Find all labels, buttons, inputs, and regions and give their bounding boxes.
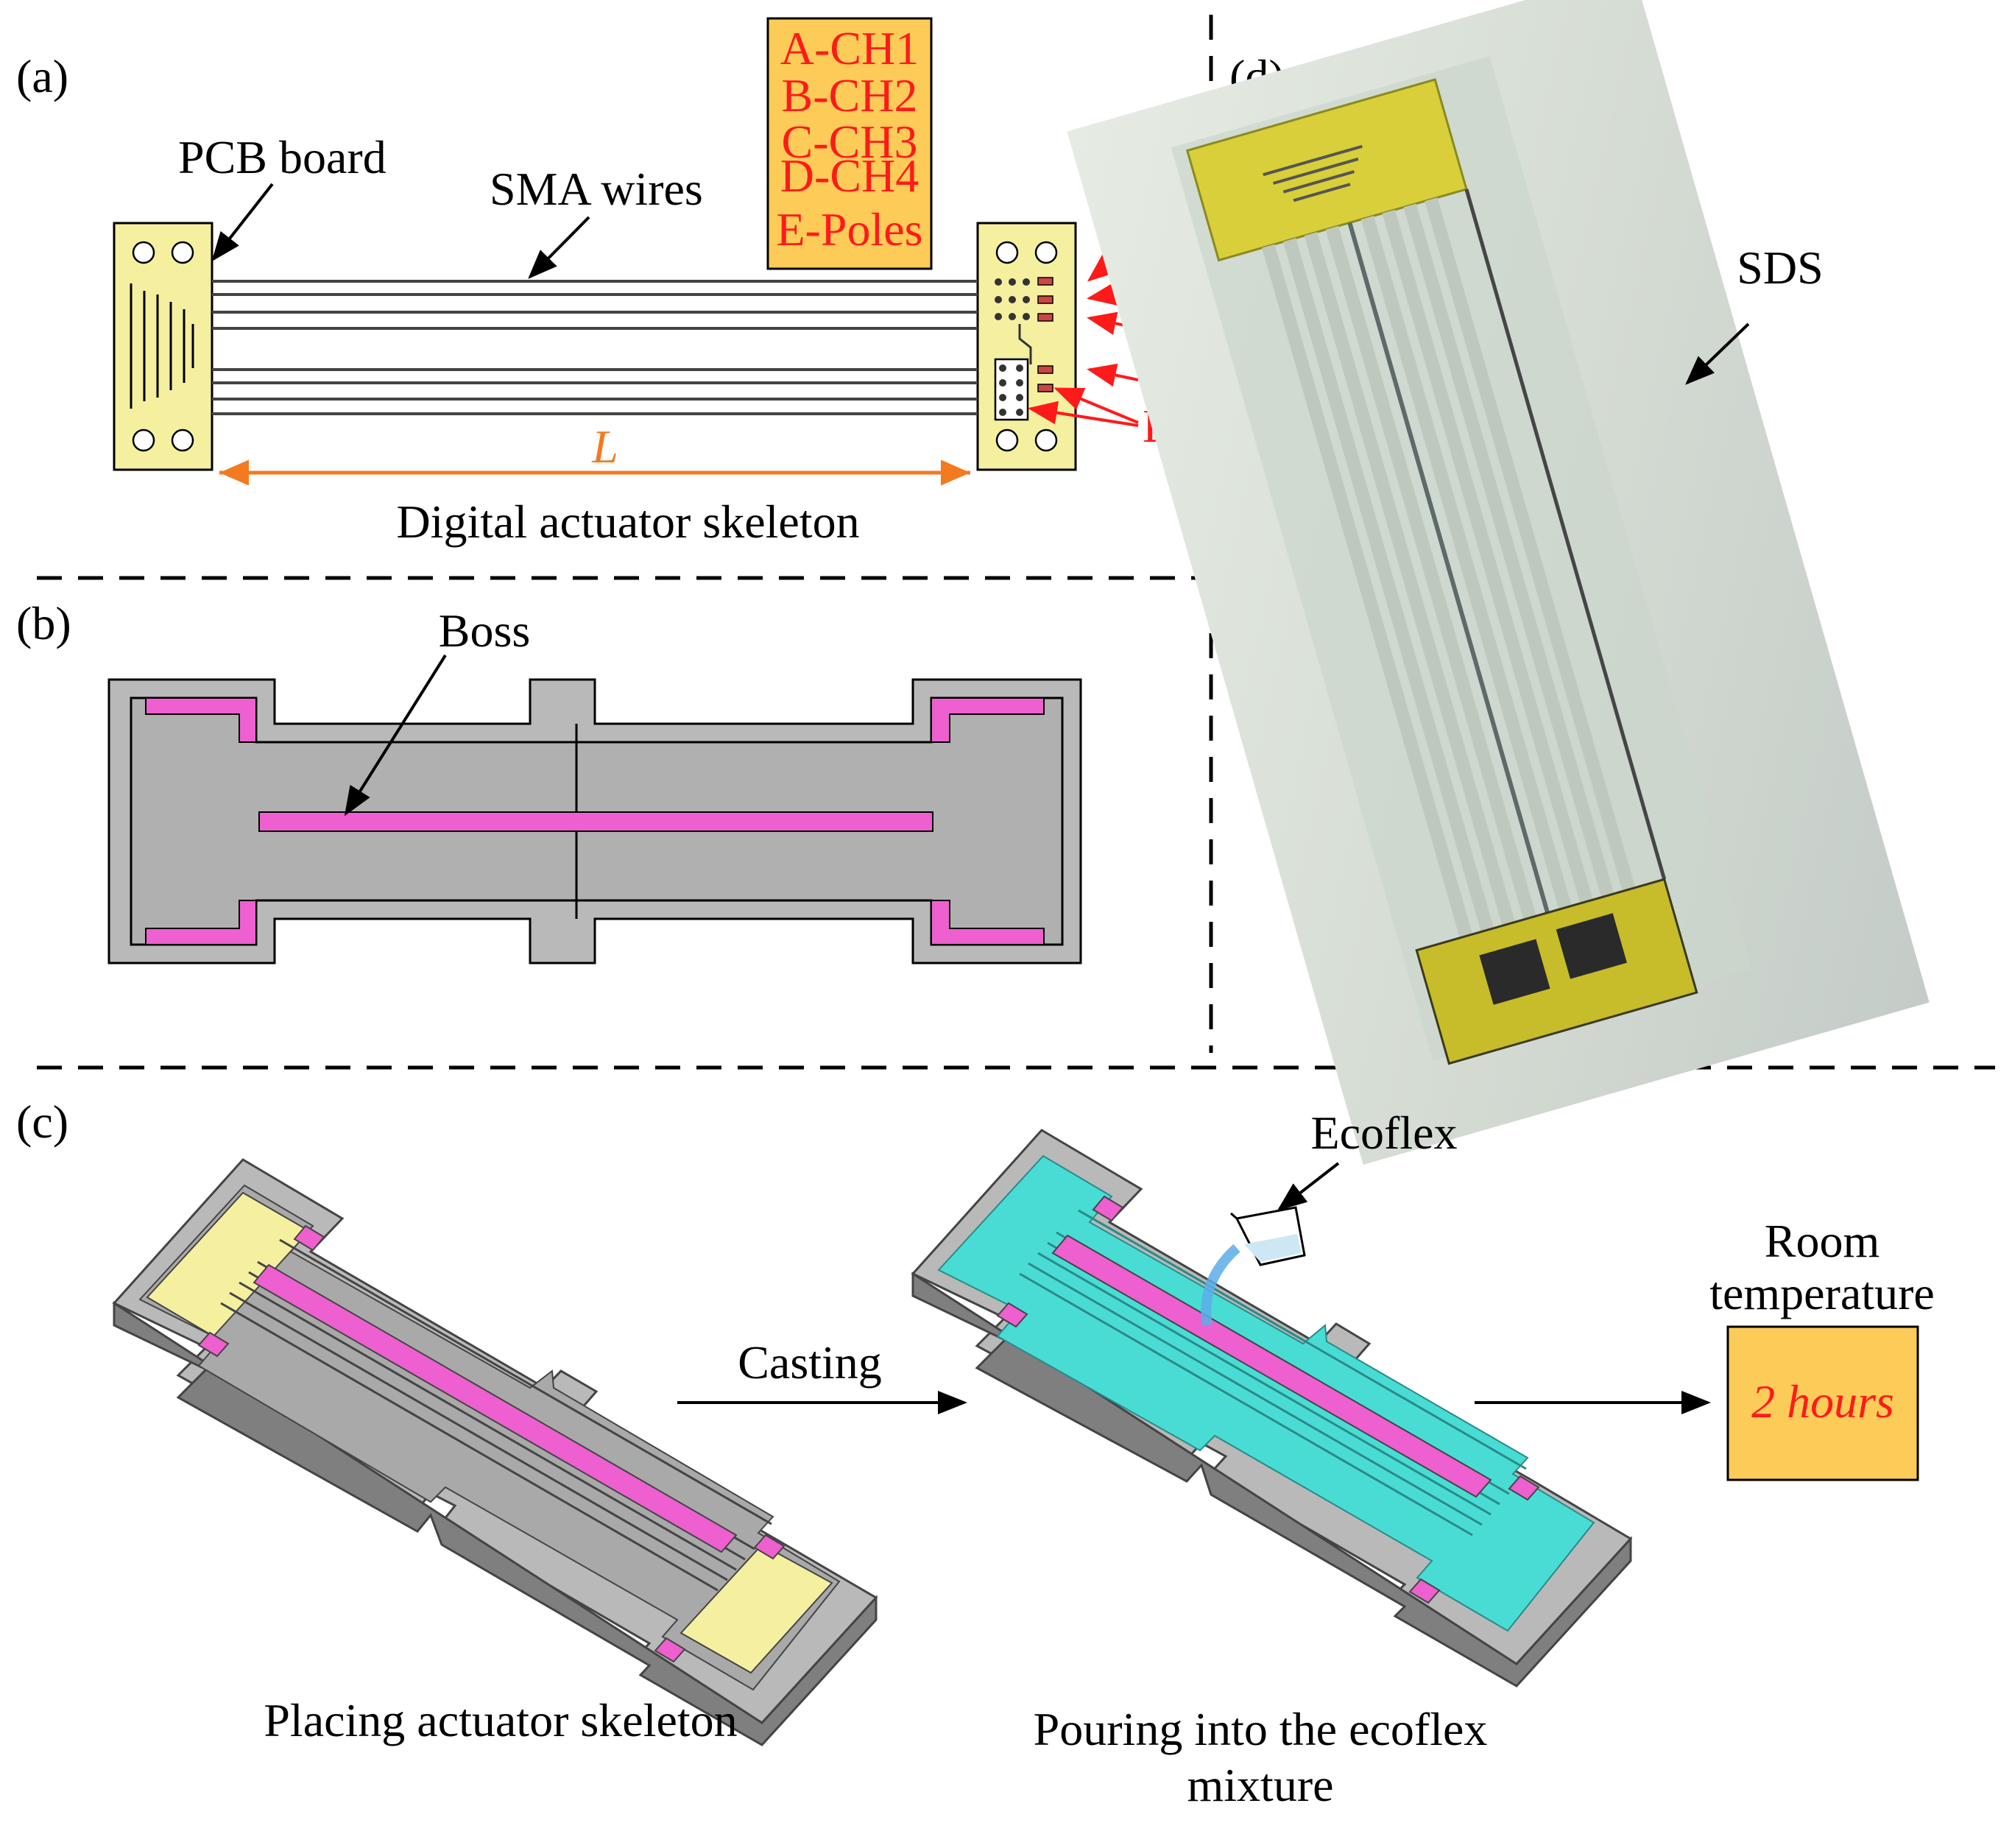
sma-wires-label: SMA wires (490, 163, 703, 215)
boss-corner-bl (145, 900, 257, 945)
sma-arrow (528, 216, 590, 279)
pcb-arrow (211, 183, 274, 262)
curing-time-label: 2 hours (1751, 1375, 1894, 1428)
panel-c: (c) Casting (16, 1096, 1935, 1811)
boss-corner-br (931, 900, 1045, 945)
casting-label: Casting (738, 1336, 882, 1389)
length-label: L (591, 420, 618, 473)
mold-with-ecoflex (911, 1129, 1633, 1687)
boss-corner-tr (931, 697, 1045, 743)
caption-placing: Placing actuator skeleton (264, 1694, 737, 1746)
legend-d: D-CH4 (780, 149, 919, 202)
mold-top-view (107, 678, 1082, 964)
ecoflex-label: Ecoflex (1311, 1107, 1458, 1159)
pcb-board-label: PCB board (178, 131, 386, 183)
panel-a: (a) (16, 17, 1176, 548)
sds-label: SDS (1737, 241, 1823, 294)
mold-with-skeleton (112, 1158, 878, 1746)
ecoflex-arrow (1277, 1162, 1340, 1211)
legend-b: B-CH2 (782, 69, 918, 121)
legend-e: E-Poles (776, 203, 922, 255)
sma-wires (212, 280, 978, 415)
panel-a-caption: Digital actuator skeleton (396, 495, 859, 548)
room-label: Room (1765, 1215, 1879, 1267)
curing-time-box (1726, 1325, 1919, 1481)
sds-arrow (1685, 322, 1750, 385)
panel-b: (b) Boss (16, 597, 1082, 964)
panel-label-c: (c) (16, 1096, 68, 1148)
pcb-board-left (113, 222, 213, 471)
caption-pouring-1: Pouring into the ecoflex (1034, 1703, 1488, 1755)
legend-c: C-CH3 (782, 116, 918, 168)
panel-label-b: (b) (16, 597, 71, 649)
boss-label: Boss (439, 604, 531, 657)
boss-bar (258, 811, 933, 832)
temperature-label: temperature (1709, 1267, 1935, 1319)
pcb-board-right (976, 222, 1077, 471)
boss-corner-tl (145, 697, 257, 743)
boss-arrow (344, 654, 447, 817)
panel-label-a: (a) (16, 50, 68, 102)
panel-d: (d) (1067, 0, 1930, 1165)
channel-legend: A-CH1 B-CH2 C-CH3 D-CH4 E-Poles (766, 17, 933, 270)
caption-pouring-2: mixture (1187, 1759, 1333, 1811)
sds-photo (1067, 0, 1930, 1165)
legend-a: A-CH1 (780, 22, 919, 74)
